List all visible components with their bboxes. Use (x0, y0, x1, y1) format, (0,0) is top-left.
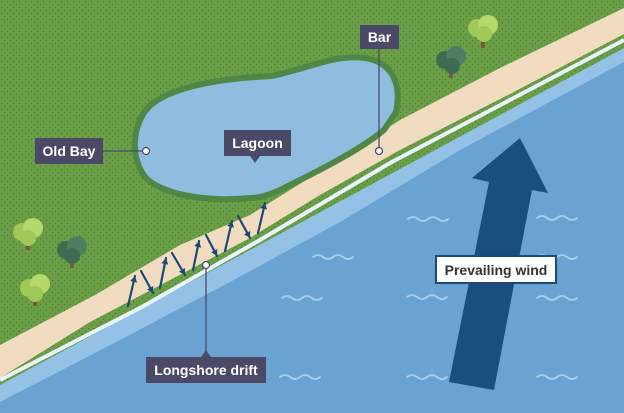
drift-arrow-icon (139, 269, 155, 295)
waves (279, 215, 578, 380)
tree-icon (436, 46, 466, 78)
wave-icon (281, 295, 323, 301)
wave-icon (536, 215, 578, 221)
surf-line (0, 38, 624, 382)
drift-arrow-icon (170, 251, 187, 277)
wave-icon (407, 216, 449, 222)
drift-arrow-icon (158, 256, 169, 290)
drift-arrow-icon (223, 219, 235, 253)
drift-arrow-icon (256, 201, 268, 235)
label-prevailing-wind-text: Prevailing wind (445, 262, 548, 278)
lagoon (132, 54, 401, 203)
drift-arrow-icon (126, 274, 138, 308)
wave-icon (406, 374, 448, 380)
label-old-bay: Old Bay (35, 138, 103, 164)
leader-lines (103, 48, 380, 352)
label-bar-text: Bar (368, 29, 392, 45)
wave-icon (536, 295, 578, 301)
old-bay-point (141, 146, 151, 156)
label-points (141, 146, 384, 270)
label-prevailing-wind: Prevailing wind (435, 255, 557, 284)
wave-icon (312, 254, 354, 260)
bar-point (374, 146, 384, 156)
label-bar: Bar (360, 25, 399, 49)
tree-icon (468, 15, 498, 48)
label-old-bay-text: Old Bay (43, 143, 96, 159)
drift-arrow-icon (236, 214, 252, 240)
label-lagoon-text: Lagoon (232, 135, 283, 151)
tree-icon (13, 218, 43, 250)
tree-icon (57, 236, 87, 268)
drift-arrow-icon (191, 239, 202, 272)
longshore-drift-arrows (126, 201, 268, 308)
label-longshore-drift: Longshore drift (146, 350, 266, 383)
wave-icon (406, 294, 448, 300)
drift-arrow-icon (204, 233, 219, 258)
tree-icon (20, 274, 50, 306)
longshore-drift-point (201, 260, 211, 270)
label-lagoon: Lagoon (224, 130, 291, 163)
wave-icon (536, 374, 578, 380)
wave-icon (279, 374, 321, 380)
label-longshore-drift-text: Longshore drift (154, 362, 258, 378)
beach (0, 8, 624, 378)
